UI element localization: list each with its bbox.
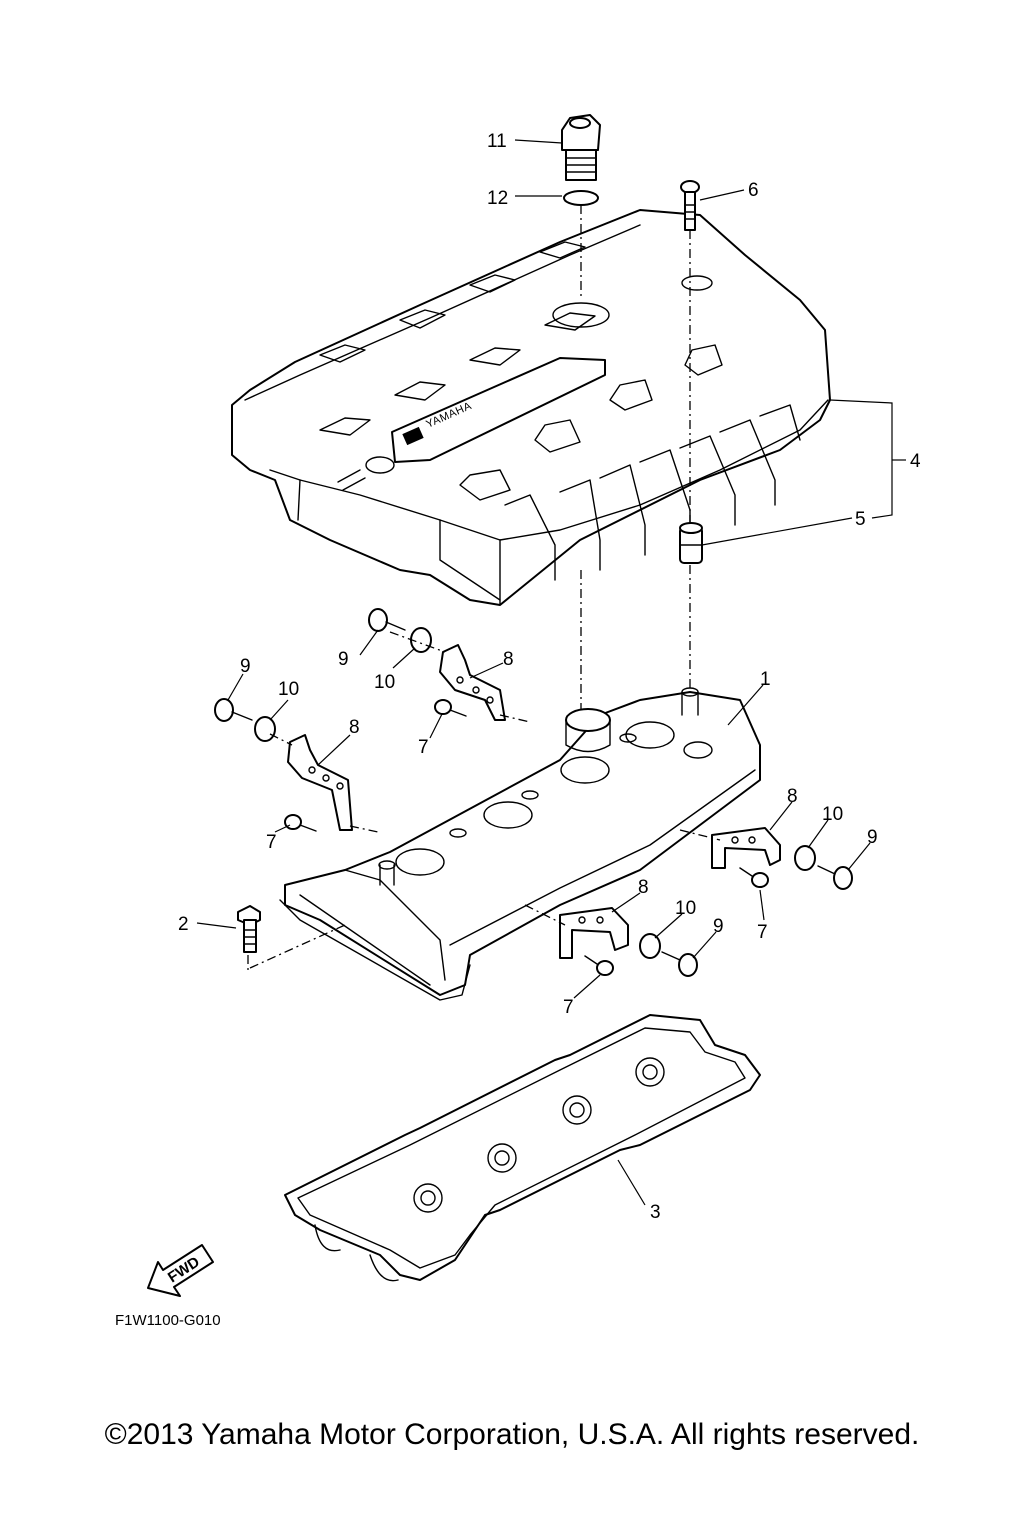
collar-bolt: [214, 608, 853, 977]
callout-3: 3: [650, 1202, 661, 1223]
grommet: [679, 522, 703, 564]
copyright-notice: ©2013 Yamaha Motor Corporation, U.S.A. A…: [104, 1418, 920, 1451]
callout-4: 4: [910, 451, 921, 472]
callout-10: 10: [675, 898, 696, 919]
bracket-left-upper: [439, 644, 506, 721]
callout-1: 1: [760, 669, 771, 690]
callout-7: 7: [757, 922, 768, 943]
bracket-left-lower: [287, 734, 353, 831]
callout-8: 8: [503, 649, 514, 670]
callout-7: 7: [266, 832, 277, 853]
drawing-code: F1W1100-G010: [115, 1312, 221, 1329]
callout-5: 5: [855, 509, 866, 530]
callout-9: 9: [338, 649, 349, 670]
callout-2: 2: [178, 914, 189, 935]
callout-11: 11: [487, 131, 507, 152]
bracket-right-lower: [559, 907, 629, 959]
callout-10: 10: [278, 679, 299, 700]
callout-8: 8: [787, 786, 798, 807]
callout-9: 9: [867, 827, 878, 848]
callout-12: 12: [487, 188, 508, 209]
callout-labels: 11 12 6 4 5 1 2 3 9 10 8 7 9 10 8 7 8 10…: [178, 131, 921, 1223]
forward-arrow: FWD: [147, 1244, 214, 1297]
assembly-lines: [247, 205, 721, 970]
oil-filler-cap: [561, 114, 601, 181]
valve-cover-gasket: [284, 1014, 761, 1282]
callout-8: 8: [638, 877, 649, 898]
callout-10: 10: [822, 804, 843, 825]
bracket-right-upper: [711, 827, 781, 869]
callout-9: 9: [240, 656, 251, 677]
flange-bolt: [237, 905, 261, 953]
collar: [254, 627, 816, 959]
engine-top-cover: YAMAHA: [231, 209, 831, 606]
o-ring: [563, 190, 599, 206]
callout-8: 8: [349, 717, 360, 738]
callout-7: 7: [418, 737, 429, 758]
callout-10: 10: [374, 672, 395, 693]
callout-9: 9: [713, 916, 724, 937]
leader-lines: [196, 139, 906, 1206]
cover-bolt: [680, 180, 700, 231]
callout-6: 6: [748, 180, 759, 201]
callout-7: 7: [563, 997, 574, 1018]
cylinder-head-cover: [279, 687, 761, 1001]
